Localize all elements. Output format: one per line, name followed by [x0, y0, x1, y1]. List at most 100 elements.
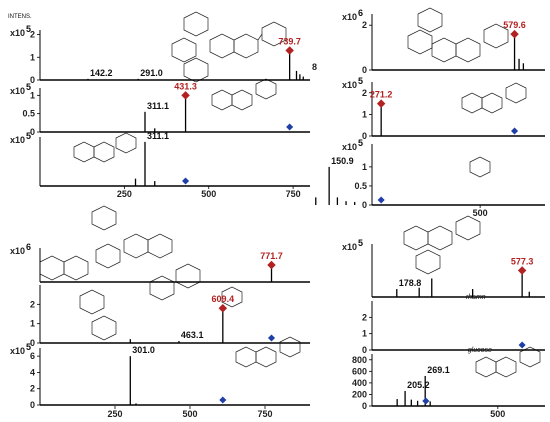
peak-label: 311.1 [147, 131, 169, 141]
y-tick-label: 0 [30, 75, 35, 85]
structure-drawing-top-right [407, 7, 509, 63]
intensity-label: INTENS. [8, 14, 32, 20]
peak-label: 609.4 [212, 294, 235, 304]
peak-label: 150.9 [331, 156, 354, 166]
y-tick-label: 4 [30, 367, 35, 377]
y-scale-exponent: 5 [26, 342, 31, 352]
y-tick-label: 2 [362, 20, 367, 30]
y-tick-label: 1 [362, 329, 367, 339]
loss-note: - glucose [464, 347, 493, 354]
y-scale-exponent: 5 [26, 131, 31, 141]
precursor-diamond [267, 260, 276, 270]
truncated-peak-label: 8 [312, 62, 317, 72]
y-tick-label: 1 [362, 162, 367, 172]
x-tick-label: 250 [107, 409, 122, 419]
peak-label: 269.1 [427, 365, 450, 375]
peak-label: 463.1 [181, 330, 204, 340]
precursor-diamond [517, 266, 527, 275]
x-tick-label: 250 [117, 189, 132, 199]
peak-label: 291.0 [140, 68, 163, 78]
y-tick-label: 1 [30, 319, 35, 329]
structure-drawing-top-right-2 [461, 82, 527, 114]
isolated-precursor-marker [511, 127, 519, 135]
structure-drawing-top-left-2 [211, 78, 277, 111]
y-scale-exponent: 5 [26, 24, 31, 34]
y-tick-label: 800 [352, 355, 367, 365]
x-tick-label: 500 [490, 409, 505, 419]
y-tick-label: 0.5 [354, 181, 367, 191]
y-scale-label: x10 [10, 86, 25, 96]
isolated-precursor-marker [267, 334, 276, 342]
y-tick-label: 0 [362, 200, 367, 210]
y-tick-label: 2 [30, 30, 35, 40]
y-scale-exponent: 6 [26, 242, 31, 252]
peak-label: 739.7 [278, 36, 301, 46]
y-tick-label: 6 [30, 351, 35, 361]
peak-label: 431.3 [174, 81, 197, 91]
peak-label: 311.1 [147, 101, 169, 111]
structure-drawing-top-left-3 [73, 132, 137, 163]
y-tick-label: 2 [362, 88, 367, 98]
x-tick-label: 750 [286, 189, 301, 199]
y-tick-label: 0 [362, 131, 367, 141]
y-scale-label: x10 [10, 28, 25, 38]
structure-drawing-bottom-left [39, 205, 201, 341]
structure-drawing-bottom-left-3 [235, 336, 301, 368]
y-scale-label: x10 [10, 346, 25, 356]
y-tick-label: 0 [30, 400, 35, 410]
y-tick-label: 0 [362, 401, 367, 411]
structure-drawing-top-right-3 [469, 156, 491, 178]
y-tick-label: 1 [362, 109, 367, 119]
peak-label: 579.6 [503, 20, 526, 30]
y-tick-label: 600 [352, 366, 367, 376]
isolated-precursor-marker [286, 123, 294, 131]
peak-label: 142.2 [90, 68, 113, 78]
y-scale-label: x10 [342, 242, 357, 252]
y-tick-label: 2 [30, 299, 35, 309]
x-tick-label: 500 [182, 409, 197, 419]
isolated-precursor-marker [219, 396, 227, 404]
y-tick-label: 0 [30, 127, 35, 137]
precursor-diamond [181, 91, 190, 100]
y-scale-label: x10 [10, 246, 25, 256]
y-tick-label: 0 [362, 65, 367, 75]
isolated-precursor-marker [182, 177, 190, 185]
y-scale-label: x10 [342, 80, 357, 90]
isolated-precursor-marker [377, 196, 385, 204]
peak-label: 271.2 [370, 90, 393, 100]
peak-label: 178.8 [399, 278, 422, 288]
precursor-diamond [510, 29, 519, 39]
structure-drawing-bottom-right-2 [475, 346, 541, 378]
x-tick-label: 500 [473, 208, 488, 218]
isolated-precursor-marker [518, 341, 526, 349]
y-scale-label: x10 [342, 12, 357, 22]
peak-label: 577.3 [511, 257, 534, 267]
y-tick-label: 0.5 [22, 109, 35, 119]
precursor-diamond [285, 46, 294, 55]
y-tick-label: 400 [352, 378, 367, 388]
precursor-diamond [218, 303, 228, 313]
y-tick-label: 0 [30, 338, 35, 348]
y-scale-label: x10 [10, 135, 25, 145]
y-scale-exponent: 6 [358, 8, 363, 18]
y-scale-exponent: 5 [358, 238, 363, 248]
y-tick-label: 2 [30, 384, 35, 394]
y-scale-exponent: 5 [26, 82, 31, 92]
y-tick-label: 0 [362, 345, 367, 355]
y-tick-label: 2 [362, 312, 367, 322]
y-scale-exponent: 5 [358, 76, 363, 86]
x-tick-label: 500 [201, 189, 216, 199]
loss-note: -rhamn [464, 294, 486, 301]
y-scale-exponent: 5 [358, 138, 363, 148]
isolated-precursor-marker [422, 397, 430, 405]
structure-drawing-bottom-right [403, 215, 481, 275]
y-tick-label: 200 [352, 389, 367, 399]
structure-drawing-bottom-left-2 [221, 286, 243, 308]
x-tick-label: 750 [257, 409, 272, 419]
precursor-diamond [376, 99, 386, 108]
y-tick-label: 1 [30, 52, 35, 62]
peak-label: 771.7 [260, 251, 283, 261]
structure-drawing-top-left [171, 11, 287, 83]
